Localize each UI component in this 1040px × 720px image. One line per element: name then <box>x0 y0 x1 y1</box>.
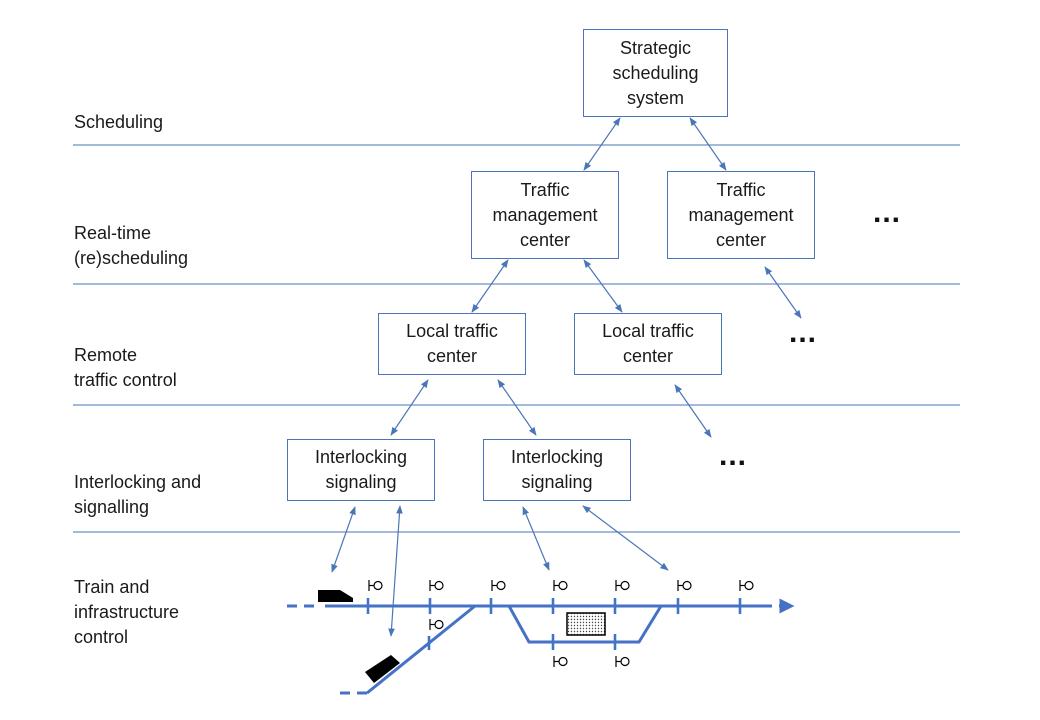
signal-icon <box>739 580 754 591</box>
station-platform-icon <box>566 612 606 636</box>
arrow-strategic-tmc1 <box>583 117 621 171</box>
ellipsis-more-tmc: ... <box>873 196 902 229</box>
branch-track <box>366 604 476 695</box>
signal-icon <box>615 580 630 591</box>
arrow-il1-train <box>331 506 356 573</box>
ellipsis-more-interlocking: ... <box>719 439 748 472</box>
signals <box>368 580 754 667</box>
arrow-ltc1-il1 <box>390 379 429 436</box>
signal-icon <box>429 580 444 591</box>
track-layout <box>287 598 795 695</box>
arrow-il2-track-left <box>522 506 550 571</box>
interlocking-signaling-box: Interlocking signaling <box>483 439 631 501</box>
layer-label-realtime: Real-time (re)scheduling <box>74 223 189 268</box>
track-joints <box>366 598 742 650</box>
ellipsis-more-ltc: ... <box>789 316 818 349</box>
train-icon <box>365 655 400 683</box>
arrow-il1-lower-train <box>388 505 403 637</box>
connections <box>331 117 802 637</box>
signal-icon <box>368 580 383 591</box>
arrow-strategic-tmc2 <box>689 117 727 171</box>
arrow-tmc1-ltc2 <box>583 259 623 313</box>
arrow-tmc1-ltc1 <box>471 259 509 313</box>
signal-icon <box>429 619 444 630</box>
train-icon <box>318 590 353 602</box>
local-traffic-center-box: Local traffic center <box>378 313 526 375</box>
signal-icon <box>553 656 568 667</box>
arrow-ltc1-il2 <box>497 379 537 436</box>
signal-icon <box>677 580 692 591</box>
local-traffic-center-box: Local traffic center <box>574 313 722 375</box>
arrow-ltc2-more <box>674 384 712 438</box>
traffic-management-center-box: Traffic management center <box>667 171 815 259</box>
layer-label-train: Train and infrastructure control <box>74 577 180 647</box>
strategic-scheduling-box: Strategic scheduling system <box>583 29 728 117</box>
layer-label-scheduling: Scheduling <box>74 112 164 132</box>
signal-icon <box>553 580 568 591</box>
traffic-management-center-box: Traffic management center <box>471 171 619 259</box>
signal-icon <box>491 580 506 591</box>
layer-label-remote: Remote traffic control <box>74 345 177 390</box>
arrow-il2-track-right <box>582 505 669 571</box>
signal-icon <box>615 656 630 667</box>
layer-label-interlocking: Interlocking and signalling <box>74 472 202 517</box>
siding-track <box>507 605 663 644</box>
interlocking-signaling-box: Interlocking signaling <box>287 439 435 501</box>
arrow-tmc2-more <box>764 266 802 319</box>
